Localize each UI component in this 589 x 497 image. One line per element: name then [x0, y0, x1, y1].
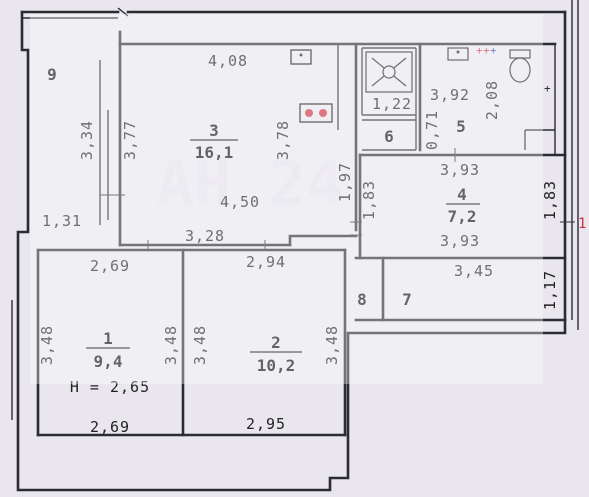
svg-text:+: +: [544, 82, 551, 95]
dim-r2-right: 3,48: [323, 325, 341, 365]
room-4-area: 7,2: [448, 207, 477, 226]
room-3-area: 16,1: [195, 143, 234, 162]
room-labels: 9 3 16,1 6 5 4 7,2 8 7 1 9,4 2 10,2 H = …: [47, 65, 480, 396]
bathroom-sink-icon: [447, 47, 469, 61]
highlight-overlay: [30, 14, 543, 384]
dim-r2-left: 3,48: [191, 325, 209, 365]
dim-r7-width: 3,45: [454, 262, 494, 280]
dim-corridor-a: 1,97: [336, 162, 354, 202]
svg-text:+: +: [490, 44, 497, 57]
outer-walls: [11, 0, 579, 492]
svg-text:+: +: [483, 44, 490, 57]
dim-r4-bottom: 3,93: [440, 232, 480, 250]
room-9-number: 9: [47, 65, 57, 84]
room-6-number: 6: [384, 127, 394, 146]
room-1-number: 1: [103, 329, 113, 348]
dim-r3-bottom: 3,28: [185, 227, 225, 245]
dimension-ticks: [100, 148, 575, 250]
dim-r2-bottom: 2,95: [246, 415, 286, 433]
kitchen-sink-icon: [290, 49, 312, 65]
watermark: АН 24: [157, 147, 344, 220]
horizontal-dimensions: 4,08 4,50 3,28 1,31 2,69 2,94 2,69 2,95 …: [42, 52, 494, 436]
dim-r1-top: 2,69: [90, 257, 130, 275]
toilet-icon: [509, 49, 531, 83]
dim-r4-top: 3,93: [440, 161, 480, 179]
shower-tray-icon: [365, 51, 413, 93]
edge-mark: 1: [578, 216, 586, 232]
room-2-number: 2: [271, 333, 281, 352]
dim-r4-right: 1,83: [541, 180, 559, 220]
dim-r3-left-b: 3,77: [121, 120, 139, 160]
room-5-number: 5: [456, 117, 466, 136]
dim-r3-top: 4,08: [208, 52, 248, 70]
dim-r5-height: 2,08: [483, 80, 501, 120]
dim-r3-width: 4,50: [220, 193, 260, 211]
dim-r1-right: 3,48: [162, 325, 180, 365]
dim-r9-width: 1,31: [42, 212, 82, 230]
room-4-number: 4: [457, 185, 467, 204]
stove-icon: [299, 103, 333, 123]
interior-walls: [36, 30, 567, 437]
utility-marks-icon: + + + +: [476, 44, 551, 95]
room-2-area: 10,2: [257, 356, 296, 375]
room-8-number: 8: [357, 290, 367, 309]
dim-r3-left-a: 3,34: [78, 120, 96, 160]
dim-r6-height: 0,71: [423, 110, 441, 150]
ceiling-height: H = 2,65: [70, 378, 150, 396]
dim-r1-bottom: 2,69: [90, 418, 130, 436]
dim-r6-width: 1,22: [372, 95, 412, 113]
dim-r5-width: 3,92: [430, 86, 470, 104]
dim-r1-left: 3,48: [38, 325, 56, 365]
room-7-number: 7: [402, 290, 412, 309]
dim-r2-top: 2,94: [246, 253, 286, 271]
room-1-area: 9,4: [94, 352, 123, 371]
dim-r7-height: 1,17: [541, 270, 559, 310]
dim-r3-right: 3,78: [274, 120, 292, 160]
vertical-dimensions: 3,34 3,77 3,78 1,97 1,83 0,71 2,08 1,83 …: [38, 80, 559, 365]
svg-text:+: +: [476, 44, 483, 57]
room-3-number: 3: [209, 121, 219, 140]
dim-corridor-b: 1,83: [360, 180, 378, 220]
